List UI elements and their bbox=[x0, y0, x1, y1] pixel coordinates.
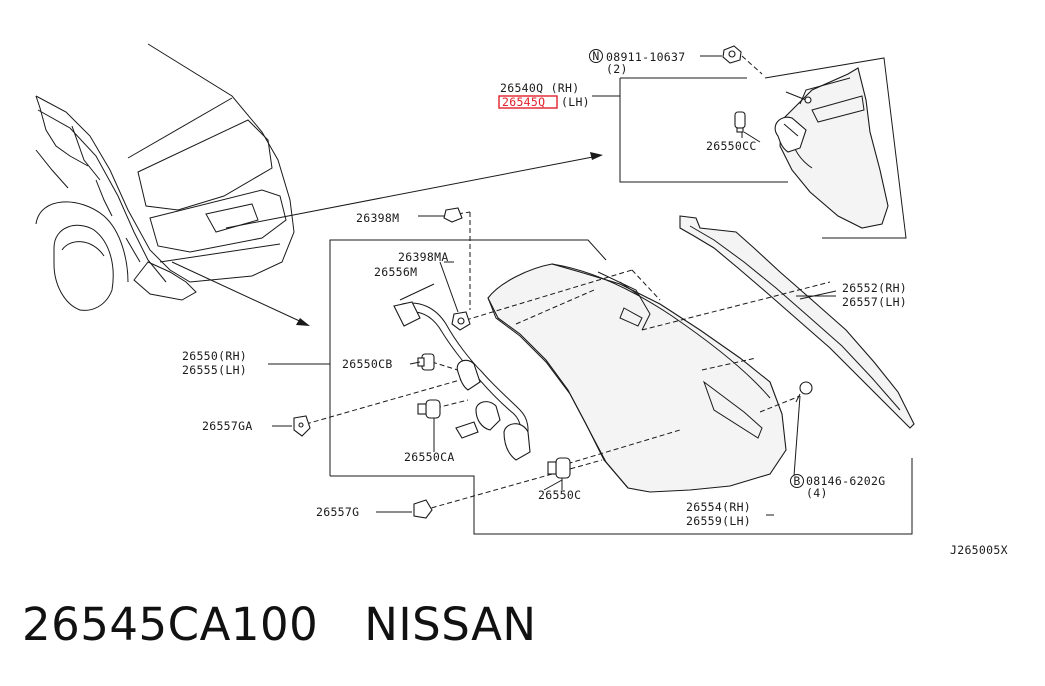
label-26552: 26552(RH) bbox=[842, 281, 907, 295]
clip-26557g bbox=[376, 499, 433, 519]
label-26557ga: 26557GA bbox=[202, 419, 253, 433]
label-26540q: 26540Q (RH) bbox=[500, 81, 579, 95]
b-circle-letter: B bbox=[793, 474, 800, 488]
garnish-26552 bbox=[679, 215, 915, 429]
socket-b bbox=[475, 401, 501, 431]
bulb-26550cc bbox=[734, 111, 746, 138]
label-26554: 26554(RH) bbox=[686, 500, 751, 514]
brand-name: NISSAN bbox=[364, 598, 537, 651]
screw-26398m bbox=[418, 207, 463, 223]
footer-caption: 26545CA100 NISSAN bbox=[22, 598, 537, 651]
lower-assembly bbox=[268, 131, 913, 535]
n-circle-letter: N bbox=[592, 49, 599, 63]
label-26398m: 26398M bbox=[356, 211, 399, 225]
label-26550c: 26550C bbox=[538, 488, 581, 502]
upper-socket bbox=[774, 116, 807, 153]
label-26550ca: 26550CA bbox=[404, 450, 455, 464]
labels: N 08911-10637 (2) 26540Q (RH) 26545Q (LH… bbox=[182, 49, 1008, 557]
label-26398ma: 26398MA bbox=[398, 250, 449, 264]
reference-code: J265005X bbox=[950, 543, 1008, 557]
arrow-to-lower-lamp bbox=[171, 261, 310, 326]
label-26545q: 26545Q bbox=[502, 95, 545, 109]
connector-26556m bbox=[393, 301, 421, 327]
part-number: 26545CA100 bbox=[22, 598, 319, 651]
nut-08911 bbox=[700, 45, 763, 75]
bulb-26550ca bbox=[417, 399, 441, 452]
label-26545q-lh: (LH) bbox=[561, 95, 590, 109]
bulb-26550c bbox=[547, 457, 571, 490]
label-08911-qty: (2) bbox=[606, 62, 628, 76]
label-08146: 08146-6202G bbox=[806, 474, 885, 488]
lower-lamp-housing bbox=[487, 263, 787, 493]
n-circle-icon bbox=[589, 49, 603, 63]
label-08146-qty: (4) bbox=[806, 486, 828, 500]
label-26559: 26559(LH) bbox=[686, 514, 751, 528]
upper-assembly bbox=[592, 45, 907, 239]
label-26555: 26555(LH) bbox=[182, 363, 247, 377]
upper-lamp-housing bbox=[779, 67, 889, 229]
label-26550cb: 26550CB bbox=[342, 357, 393, 371]
label-26557: 26557(LH) bbox=[842, 295, 907, 309]
highlight-box bbox=[498, 95, 558, 109]
socket-a bbox=[456, 359, 481, 391]
label-08911: 08911-10637 bbox=[606, 50, 685, 64]
bolt-08146 bbox=[793, 381, 813, 477]
label-26550cc: 26550CC bbox=[706, 139, 757, 153]
label-26550: 26550(RH) bbox=[182, 349, 247, 363]
arrow-to-upper-lamp bbox=[225, 152, 603, 229]
bulb-26550cb bbox=[417, 353, 435, 371]
label-26557g: 26557G bbox=[316, 505, 359, 519]
b-circle-icon bbox=[790, 474, 804, 488]
clip-26398ma bbox=[439, 261, 471, 331]
clip-26557ga bbox=[272, 415, 311, 437]
label-26556m: 26556M bbox=[374, 265, 417, 279]
vehicle-sketch bbox=[35, 43, 295, 311]
socket-c bbox=[503, 423, 531, 461]
